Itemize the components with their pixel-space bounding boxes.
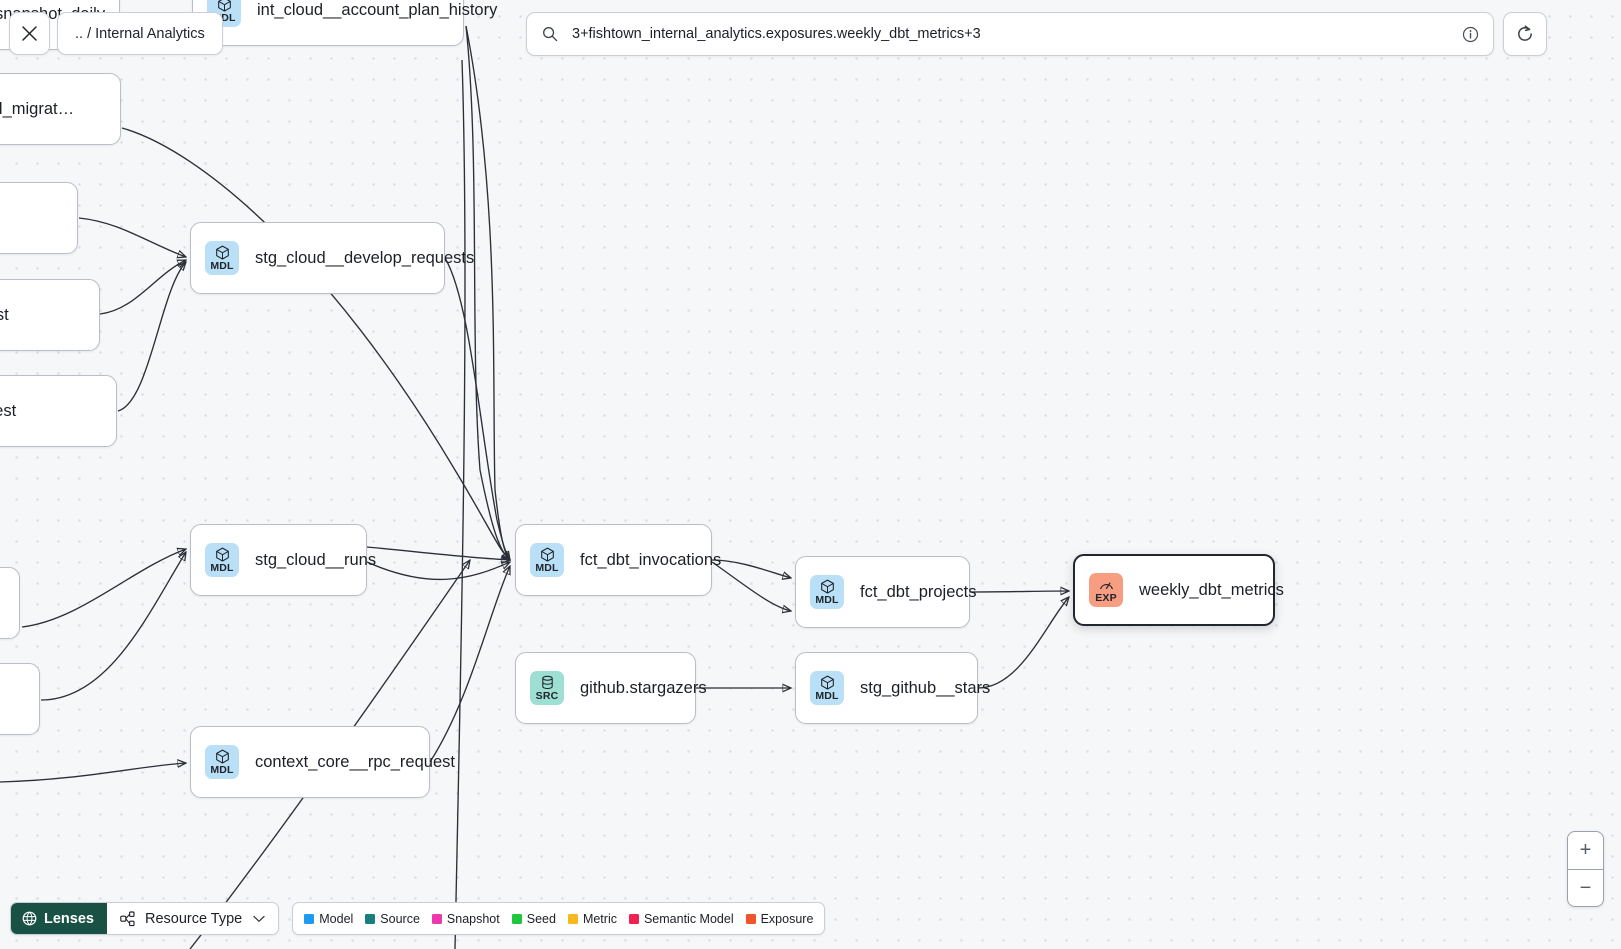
lenses-button[interactable]: Lenses: [11, 903, 107, 934]
graph-node-github-stargazers[interactable]: SRC github.stargazers: [515, 652, 707, 724]
legend-label: Seed: [526, 911, 556, 926]
graph-node-stg-github-stars[interactable]: MDL stg_github__stars: [795, 652, 990, 724]
legend-swatch: [304, 913, 315, 924]
cube-icon: [540, 547, 554, 562]
node-type-abbr: MDL: [210, 259, 234, 272]
info-icon[interactable]: [1462, 26, 1479, 43]
cube-icon: [215, 749, 229, 764]
resource-type-label: Resource Type: [144, 910, 243, 927]
resource-type-button[interactable]: Resource Type: [106, 903, 279, 934]
node-label: stg_cloud__develop_requests: [255, 248, 475, 267]
node-label: _develop_request: [0, 401, 17, 420]
legend-label: Model: [319, 911, 354, 926]
close-button[interactable]: [9, 12, 50, 55]
resource-type-legend: Model Source Snapshot Seed Metric Semantic Mo…: [292, 902, 826, 935]
node-type-badge-mdl: MDL: [205, 543, 239, 577]
node-label: fct_dbt_projects: [860, 582, 977, 601]
legend-swatch: [567, 913, 578, 924]
zoom-out-button[interactable]: −: [1568, 869, 1603, 906]
graph-node-fct-dbt-invocations[interactable]: MDL fct_dbt_invocations: [515, 524, 721, 596]
node-type-badge-mdl: MDL: [810, 575, 844, 609]
legend-label: Exposure: [760, 911, 814, 926]
legend-item-model[interactable]: Model: [304, 912, 353, 926]
node-label: int_cloud__account_plan_history: [257, 0, 498, 19]
node-type-abbr: MDL: [212, 11, 236, 24]
lens-icon: [22, 911, 37, 926]
refresh-button[interactable]: [1503, 12, 1547, 56]
breadcrumb[interactable]: .. / Internal Analytics: [57, 12, 223, 55]
legend-item-seed[interactable]: Seed: [511, 911, 556, 926]
legend-swatch: [628, 913, 639, 924]
node-label: fct_dbt_invocations: [580, 550, 722, 569]
lens-group: Lenses Resource Type: [10, 902, 280, 935]
node-type-abbr: SRC: [535, 689, 559, 702]
bottom-toolbar: Lenses Resource Type Model Source Snapshot…: [10, 902, 826, 935]
legend-label: Metric: [582, 911, 617, 926]
graph-node-int-cloud-plan[interactable]: MDL int_cloud__account_plan_history: [192, 0, 497, 46]
search-icon: [543, 27, 558, 42]
graph-node-stg-dev-requests[interactable]: MDL stg_cloud__develop_requests: [190, 222, 474, 294]
lenses-label: Lenses: [44, 910, 94, 927]
graph-node-dev-request-c[interactable]: MDL_develop_request: [0, 375, 117, 447]
zoom-controls[interactable]: + −: [1567, 831, 1604, 907]
legend-item-metric[interactable]: Metric: [567, 911, 617, 926]
graph-node-left-run[interactable]: MDL_run: [0, 663, 40, 735]
graph-node-dev-request-a[interactable]: MDLp_request: [0, 182, 78, 254]
node-type-badge-exp: EXP: [1089, 573, 1123, 607]
breadcrumb-label: .. / Internal Analytics: [75, 25, 205, 42]
legend-swatch: [511, 913, 522, 924]
node-label: multicell_migrat…: [0, 99, 75, 118]
legend-item-source[interactable]: Source: [365, 912, 420, 926]
node-type-abbr: MDL: [815, 593, 839, 606]
zoom-in-button[interactable]: +: [1579, 839, 1592, 861]
database-icon: [541, 675, 553, 689]
node-type-badge-mdl: MDL: [530, 543, 564, 577]
graph-node-multicell[interactable]: MDLmulticell_migrat…: [0, 73, 121, 145]
legend-label: Semantic Model: [643, 911, 734, 926]
legend-item-snapshot[interactable]: Snapshot: [431, 911, 500, 926]
legend-swatch: [745, 913, 756, 924]
legend-swatch: [365, 913, 376, 924]
node-type-abbr: EXP: [1095, 591, 1117, 604]
search-input[interactable]: [570, 25, 1462, 43]
cube-icon: [215, 245, 229, 260]
exposure-chart-icon: [1099, 582, 1113, 589]
cube-icon: [820, 579, 834, 594]
graph-node-context-core-rpc[interactable]: MDL context_core__rpc_request: [190, 726, 455, 798]
close-icon: [22, 26, 37, 41]
node-type-abbr: MDL: [210, 763, 234, 776]
node-label: stg_cloud__runs: [255, 550, 377, 569]
refresh-icon: [1518, 25, 1532, 41]
node-label: context_core__rpc_request: [255, 752, 455, 771]
node-type-abbr: MDL: [815, 689, 839, 702]
legend-label: Source: [380, 911, 420, 926]
nodes-icon: [120, 910, 135, 926]
node-type-abbr: MDL: [210, 561, 234, 574]
node-label: velop_request: [0, 305, 9, 324]
graph-node-stg-cloud-runs[interactable]: MDL stg_cloud__runs: [190, 524, 376, 596]
graph-node-left-n[interactable]: MDLn: [0, 567, 20, 639]
node-label: github.stargazers: [580, 678, 707, 697]
search-bar[interactable]: [526, 12, 1494, 56]
node-type-badge-mdl: MDL: [810, 671, 844, 705]
legend-item-semantic-model[interactable]: Semantic Model: [628, 911, 734, 926]
node-type-badge-src: SRC: [530, 671, 564, 705]
node-type-badge-mdl: MDL: [205, 241, 239, 275]
node-type-badge-mdl: MDL: [205, 745, 239, 779]
legend-swatch: [431, 913, 442, 924]
legend-label: Snapshot: [446, 911, 500, 926]
cube-icon: [217, 0, 231, 12]
graph-node-fct-dbt-projects[interactable]: MDL fct_dbt_projects: [795, 556, 976, 628]
cube-icon: [215, 547, 229, 562]
legend-item-exposure[interactable]: Exposure: [745, 911, 814, 926]
chevron-down-icon: [253, 915, 265, 922]
node-type-abbr: MDL: [535, 561, 559, 574]
node-label: weekly_dbt_metrics: [1139, 580, 1284, 599]
node-label: stg_github__stars: [860, 678, 991, 697]
cube-icon: [820, 675, 834, 690]
graph-node-dev-request-b[interactable]: MDLvelop_request: [0, 279, 100, 351]
graph-node-weekly-dbt-metrics[interactable]: EXP weekly_dbt_metrics: [1073, 554, 1284, 626]
